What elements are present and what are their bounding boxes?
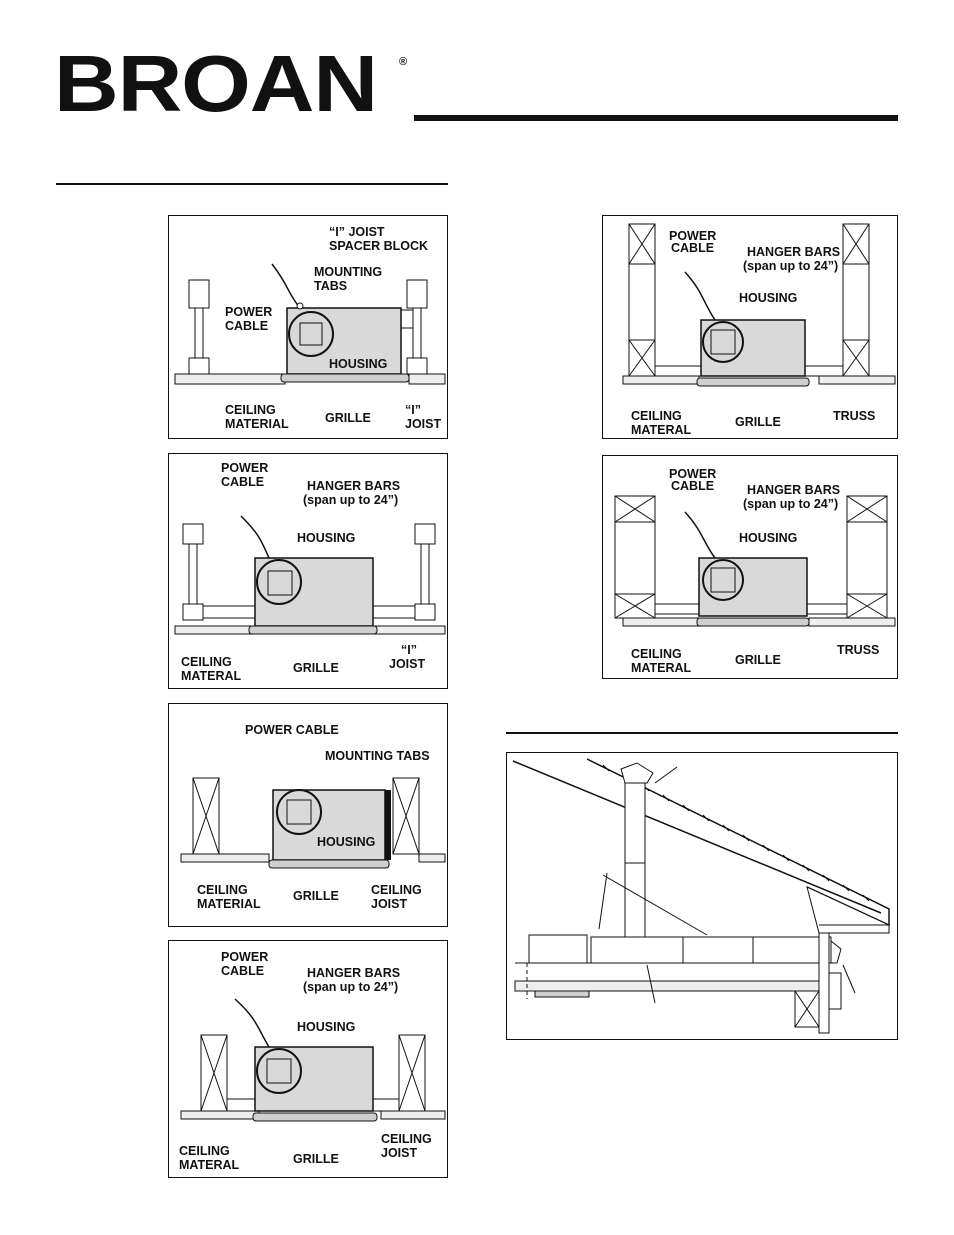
diagram-ceiling-joist-mounting-tabs: POWER CABLE MOUNTING TABS HOUSING CEILIN… — [168, 703, 448, 927]
svg-text:TRUSS: TRUSS — [833, 409, 875, 423]
broan-logo: BROAN ® — [54, 44, 414, 124]
svg-text:HANGER BARS(span up to 24”): HANGER BARS(span up to 24”) — [303, 966, 400, 994]
label-spacer-block: SPACER BLOCK — [329, 239, 428, 253]
svg-text:GRILLE: GRILLE — [325, 411, 371, 425]
svg-text:GRILLE: GRILLE — [293, 661, 339, 675]
registered-mark: ® — [399, 56, 408, 68]
left-section-rule — [56, 183, 448, 185]
right-section-rule — [506, 732, 898, 734]
svg-text:HANGER BARS(span up to 24”): HANGER BARS(span up to 24”) — [743, 483, 840, 511]
svg-text:HOUSING: HOUSING — [739, 531, 797, 545]
label-i-joist: “I” JOIST — [329, 225, 385, 239]
svg-text:GRILLE: GRILLE — [293, 1152, 339, 1166]
svg-text:MOUNTING TABS: MOUNTING TABS — [325, 749, 430, 763]
svg-text:“I”JOIST: “I”JOIST — [405, 403, 441, 431]
header-rule — [414, 115, 898, 121]
brand-wordmark: BROAN — [54, 39, 378, 128]
svg-text:HOUSING: HOUSING — [297, 531, 355, 545]
svg-text:GRILLE: GRILLE — [293, 889, 339, 903]
svg-text:POWER CABLE: POWER CABLE — [245, 723, 339, 737]
svg-text:HOUSING: HOUSING — [297, 1020, 355, 1034]
svg-text:TRUSS: TRUSS — [837, 643, 879, 657]
svg-text:GRILLE: GRILLE — [735, 653, 781, 667]
svg-text:GRILLE: GRILLE — [735, 415, 781, 429]
svg-text:HOUSING: HOUSING — [317, 835, 375, 849]
svg-text:HANGER BARS(span up to 24”): HANGER BARS(span up to 24”) — [743, 245, 840, 273]
svg-text:HOUSING: HOUSING — [329, 357, 387, 371]
diagram-attic-ducting — [506, 752, 898, 1040]
svg-text:“I”JOIST: “I”JOIST — [389, 643, 425, 671]
svg-text:HANGER BARS(span up to 24”): HANGER BARS(span up to 24”) — [303, 479, 400, 507]
svg-text:HOUSING: HOUSING — [739, 291, 797, 305]
